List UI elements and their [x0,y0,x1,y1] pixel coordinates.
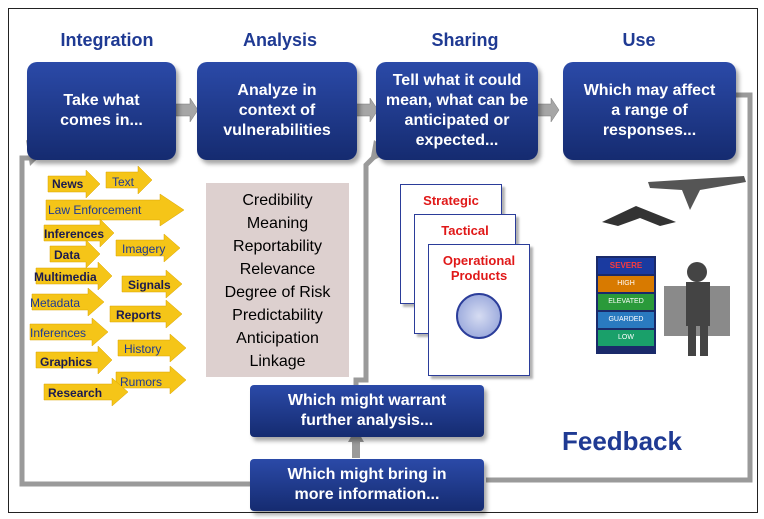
box-sharing: Tell what it could mean, what can be ant… [376,62,538,160]
source-arrow [115,365,187,395]
quality-credibility: Credibility [242,192,313,209]
quality-reportability: Reportability [233,238,322,255]
source-arrow [49,239,101,269]
aircraft-images [602,176,746,226]
quality-relevance: Relevance [239,261,316,278]
threat-severe: SEVERE [598,258,654,274]
quality-anticipation: Anticipation [236,330,319,347]
box-integration: Take what comes in... [27,62,176,160]
arrow-sharing-use [535,97,560,123]
box-use: Which may affect a range of responses... [563,62,736,160]
source-arrow [109,299,183,329]
source-arrow [115,233,181,263]
source-arrow [117,333,187,363]
source-arrow [43,218,115,248]
analysis-qualities-panel: Credibility Meaning Reportability Releva… [206,183,349,377]
source-imagery: Imagery [122,242,166,256]
source-history: History [124,342,162,356]
phase-analysis: Analysis [242,30,318,50]
source-rumors: Rumors [120,375,163,389]
source-arrow [35,261,113,291]
quality-predictability: Predictability [232,307,323,324]
loop-right-line [486,92,753,483]
source-arrow [43,377,129,407]
source-research: Research [48,386,103,400]
threat-low: LOW [598,330,654,346]
source-signals: Signals [128,278,171,292]
source-metadata: Metadata [30,296,81,310]
threat-elevated: ELEVATED [598,294,654,310]
document-tactical-title: Tactical [441,223,489,238]
arrow-analysis-sharing [355,97,379,123]
quality-degree-of-risk: Degree of Risk [224,284,331,301]
soldier-image [664,262,730,356]
quality-linkage: Linkage [249,353,306,370]
document-strategic-title: Strategic [423,193,479,208]
threat-level-chart: SEVERE HIGH ELEVATED GUARDED LOW [596,256,656,354]
source-law-enforcement: Law Enforcement [48,203,142,217]
diagram-frame [8,8,758,513]
source-arrow [29,317,109,347]
source-graphics: Graphics [40,355,93,369]
source-arrow [31,287,105,317]
document-operational-title: Operational Products [442,253,516,283]
stealth-bomber-icon [602,206,676,226]
threat-high: HIGH [598,276,654,292]
source-arrow [121,269,183,299]
source-arrow [105,165,153,195]
connector-between-feedback-boxes [352,432,360,458]
source-inferences: Inferences [44,227,105,241]
source-multimedia: Multimedia [34,270,97,284]
threat-guarded: GUARDED [598,312,654,328]
quality-meaning: Meaning [246,215,309,232]
phase-use: Use [622,30,656,50]
phase-sharing: Sharing [431,30,499,50]
source-data: Data [54,248,81,262]
feedback-label: Feedback [562,426,682,456]
box-more-information: Which might bring in more information... [250,459,484,511]
source-arrow [45,193,185,227]
phase-integration: Integration [60,30,154,50]
source-arrow [35,345,113,375]
source-reports: Reports [116,308,162,322]
source-inferences-2: Inferences [30,326,87,340]
seal-icon [456,293,502,339]
arrow-integration-analysis [175,97,199,123]
source-news: News [52,177,84,191]
uav-icon [648,176,746,210]
source-arrows [29,165,187,407]
source-text: Text [112,175,135,189]
box-further-analysis: Which might warrant further analysis... [250,385,484,437]
box-analysis: Analyze in context of vulnerabilities [197,62,357,160]
document-operational: Operational Products [428,244,530,376]
source-arrow [47,169,101,199]
